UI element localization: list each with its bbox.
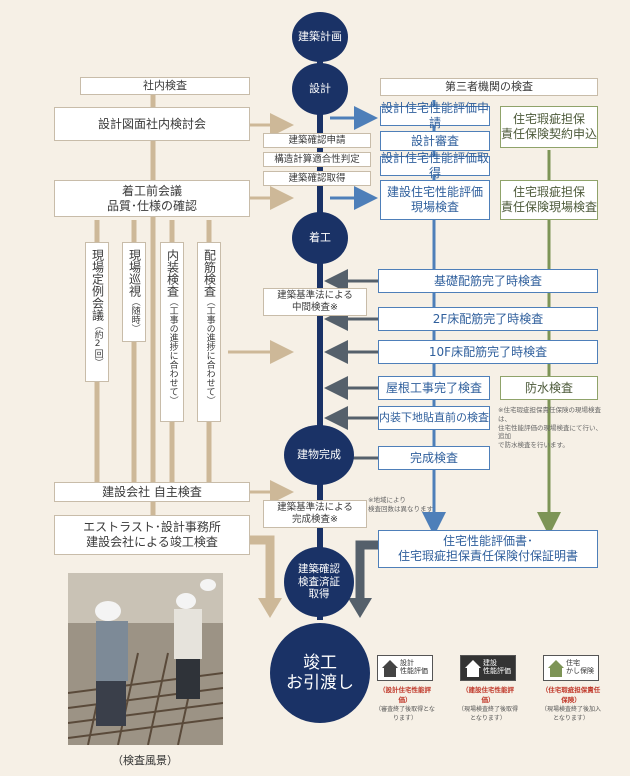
node-inspection-certificate: 建築確認 検査済証 取得 [284,547,354,617]
construction-performance-line1: 建設住宅性能評価 [387,185,483,200]
node-architectural-plan: 建築計画 [292,12,348,62]
box-construction-performance-site: 建設住宅性能評価 現場検査 [380,180,490,220]
box-final-inspection: エストラスト･設計事務所 建設会社による竣工検査 [54,515,250,555]
c3-bottom: かし保険 [566,668,594,676]
design-performance-logo-icon: 設計性能評価 [377,655,433,681]
c2-sub: （現場検査終了後取得となります） [458,704,518,722]
c1-sub: （審査終了後取得となります） [375,704,435,722]
c1-red: （設計住宅性能評価） [375,684,435,704]
cert-construction-performance: 建設性能評価 （建設住宅性能評価） （現場検査終了後取得となります） [458,655,518,722]
region-note-line1: ※地域により [368,496,433,505]
insurance-app-line1: 住宅瑕疵担保 [513,112,585,127]
box-building-confirmation-application: 建築確認申請 [263,133,371,148]
third-party-inspection-header: 第三者機関の検査 [380,78,598,96]
box-foundation-rebar-inspection: 基礎配筋完了時検査 [378,269,598,293]
box-site-meeting: 現場定例会議（約2回） [85,242,109,382]
construction-performance-line2: 現場検査 [411,200,459,215]
box-contractor-self-inspection: 建設会社 自主検査 [54,482,250,502]
photo-caption: （検査風景） [112,752,178,768]
wp-note-line1: ※住宅瑕疵担保責任保険の現場検査は、 [498,406,608,424]
box-structural-calc-check: 構造計算適合性判定 [263,152,371,167]
rebar-inspection-main: 配筋検査 [202,249,217,297]
defect-insurance-logo-icon: 住宅かし保険 [543,655,599,681]
comp-law-line2: 完成検査※ [292,514,338,526]
site-meeting-sub: （約2回） [91,321,102,367]
certs-line1: 住宅性能評価書･ [443,534,533,549]
wp-note-line3: で防水検査を行います。 [498,441,608,450]
box-roof-work-inspection: 屋根工事完了検査 [378,376,490,400]
node-cert-line2: 検査済証 [298,576,340,589]
box-pre-construction-meeting: 着工前会議 品質･仕様の確認 [54,180,250,217]
certs-line2: 住宅瑕疵担保責任保険付保証明書 [398,549,578,564]
node-construction-start: 着工 [292,212,348,264]
box-defect-insurance-application: 住宅瑕疵担保 責任保険契約申込 [500,106,598,148]
wp-note-line2: 住宅性能評価の現場検査にて行い、追加 [498,424,608,442]
inspection-photo [68,573,223,745]
box-rebar-inspection: 配筋検査（工事の進捗に合わせて） [197,242,221,422]
box-site-patrol: 現場巡視（随時） [122,242,146,342]
region-note-line2: 検査回数は異なります [368,505,433,514]
region-note: ※地域により 検査回数は異なります [368,496,433,514]
cert-design-performance: 設計性能評価 （設計住宅性能評価） （審査終了後取得となります） [375,655,435,722]
insurance-site-line2: 責任保険現場検査 [501,200,597,215]
interior-inspection-sub: （工事の進捗に合わせて） [166,297,177,405]
pre-meeting-line2: 品質･仕様の確認 [107,199,197,214]
box-completion-inspection-law: 建築基準法による 完成検査※ [263,500,367,528]
c3-red: （住宅瑕疵担保責任保険） [541,684,601,704]
inspection-photo-illustration [68,573,223,745]
box-defect-insurance-site-inspection: 住宅瑕疵担保 責任保険現場検査 [500,180,598,220]
comp-law-line2-text: 完成検査 [292,514,330,525]
rebar-inspection-sub: （工事の進捗に合わせて） [203,297,214,405]
box-design-review-third: 設計審査 [380,131,490,151]
comp-law-mark: ※ [330,514,338,525]
box-performance-and-insurance-certificates: 住宅性能評価書･ 住宅瑕疵担保責任保険付保証明書 [378,530,598,568]
c1-bottom: 性能評価 [400,668,428,676]
pre-meeting-line1: 着工前会議 [122,184,182,199]
insurance-site-line1: 住宅瑕疵担保 [513,185,585,200]
c3-sub: （現場検査終了後加入となります） [541,704,601,722]
node-final-line1: 竣工 [303,653,337,673]
box-interior-inspection: 内装検査（工事の進捗に合わせて） [160,242,184,422]
box-design-performance-acquired: 設計住宅性能評価取得 [380,156,490,176]
box-design-performance-application: 設計住宅性能評価申請 [380,106,490,126]
node-final-line2: お引渡し [286,673,354,693]
insurance-app-line2: 責任保険契約申込 [501,127,597,142]
node-cert-line1: 建築確認 [298,563,340,576]
node-building-complete: 建物完成 [284,425,354,485]
final-inspection-line1: エストラスト･設計事務所 [83,520,221,535]
site-patrol-main: 現場巡視 [127,249,142,297]
final-inspection-line2: 建設会社による竣工検査 [86,535,218,550]
box-interior-underlay-inspection: 内装下地貼直前の検査 [378,406,490,430]
cert-defect-insurance: 住宅かし保険 （住宅瑕疵担保責任保険） （現場検査終了後加入となります） [541,655,601,722]
box-waterproof-inspection: 防水検査 [500,376,598,400]
box-10f-floor-rebar-inspection: 10F床配筋完了時検査 [378,340,598,364]
interim-line1: 建築基準法による [277,290,353,302]
c2-red: （建設住宅性能評価） [458,684,518,704]
waterproof-note: ※住宅瑕疵担保責任保険の現場検査は、 住宅性能評価の現場検査にて行い、追加 で防… [498,406,608,450]
site-meeting-main: 現場定例会議 [90,249,105,321]
box-design-review: 設計図面社内検討会 [54,107,250,141]
c2-bottom: 性能評価 [483,668,511,676]
site-patrol-sub: （随時） [128,297,139,333]
node-completion-handover: 竣工 お引渡し [270,623,370,723]
construction-performance-logo-icon: 建設性能評価 [460,655,516,681]
box-2f-floor-rebar-inspection: 2F床配筋完了時検査 [378,307,598,331]
box-interim-inspection: 建築基準法による 中間検査※ [263,288,367,316]
interim-line2: 中間検査※ [292,302,338,314]
node-design: 設計 [292,63,348,115]
node-cert-line3: 取得 [309,588,330,601]
internal-inspection-header: 社内検査 [80,77,250,95]
interim-line2-text: 中間検査 [292,302,330,313]
box-completion-inspection: 完成検査 [378,446,490,470]
comp-law-line1: 建築基準法による [277,502,353,514]
interim-mark: ※ [330,302,338,313]
box-building-confirmation-acquired: 建築確認取得 [263,171,371,186]
interior-inspection-main: 内装検査 [165,249,180,297]
